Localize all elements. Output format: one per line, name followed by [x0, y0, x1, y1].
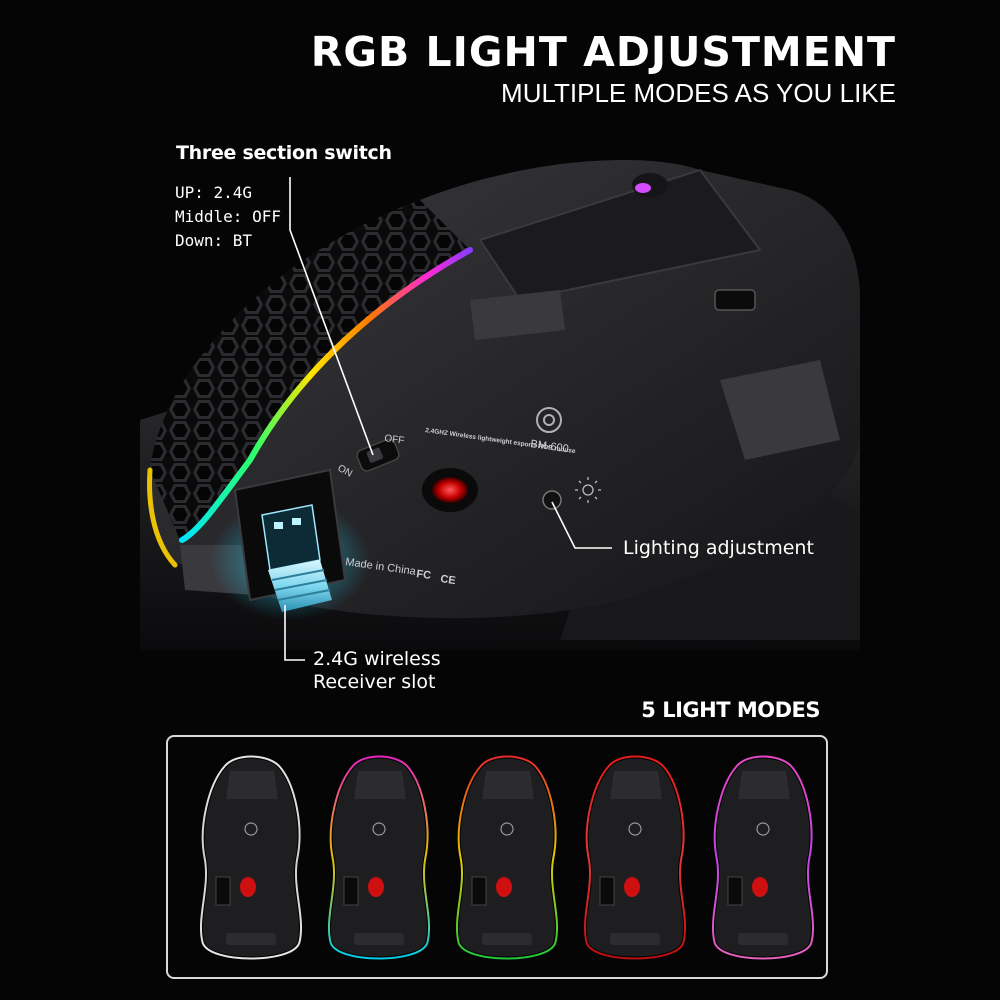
fc-mark: FC	[416, 568, 432, 582]
light-modes-title: 5 LIGHT MODES	[641, 698, 820, 722]
mini-mouse-icon	[455, 755, 559, 960]
honeycomb-side	[150, 200, 470, 540]
mode-mouse-body	[457, 757, 557, 958]
brand-logo	[536, 407, 562, 433]
mini-mouse-icon	[327, 755, 431, 960]
top-skate	[478, 168, 762, 302]
mode-sensor	[752, 877, 768, 897]
receiver-leader-line	[284, 605, 305, 661]
mode-mouse-body	[585, 757, 685, 958]
usb-receiver	[261, 504, 332, 612]
receiver-callout-line1: 2.4G wireless	[313, 648, 441, 670]
lighting-button	[542, 490, 562, 510]
mini-mouse-icon	[711, 755, 815, 960]
mode-sensor	[496, 877, 512, 897]
sun-icon	[575, 477, 601, 503]
switch-mode-down: Down: BT	[175, 231, 253, 250]
mode-mouse-body	[201, 757, 301, 958]
page-subtitle: MULTIPLE MODES AS YOU LIKE	[501, 78, 896, 108]
mini-mouse-icon	[199, 755, 303, 960]
lighting-callout: Lighting adjustment	[623, 537, 814, 559]
lighting-leader-line	[551, 501, 612, 549]
switch-off-label: OFF	[384, 433, 405, 447]
rgb-light-strip	[179, 247, 473, 543]
right-skate	[720, 360, 840, 460]
model-number: BM-600	[530, 438, 570, 455]
scroll-wheel-light	[635, 183, 651, 193]
mini-mouse-icon	[583, 755, 687, 960]
light-modes-panel	[166, 735, 828, 979]
light-mode-white	[186, 737, 316, 977]
switch-heading: Three section switch	[176, 142, 392, 164]
page-title: RGB LIGHT ADJUSTMENT	[310, 28, 896, 76]
side-port	[714, 289, 756, 311]
mode-sensor	[240, 877, 256, 897]
mode-sensor	[624, 877, 640, 897]
receiver-callout-line2: Receiver slot	[313, 671, 436, 693]
light-mode-rainbow	[314, 737, 444, 977]
light-mode-red	[570, 737, 700, 977]
mode-sensor	[368, 877, 384, 897]
ce-mark: CE	[440, 573, 457, 587]
switch-leader-line	[289, 177, 374, 456]
switch-mode-middle: Middle: OFF	[175, 207, 281, 226]
light-mode-rainbow-red	[442, 737, 572, 977]
switch-mode-up: UP: 2.4G	[175, 183, 253, 202]
mid-pad	[470, 290, 565, 340]
mode-mouse-body	[713, 757, 813, 958]
mode-mouse-body	[329, 757, 429, 958]
rgb-light-strip-lower	[147, 467, 178, 568]
light-mode-pink	[698, 737, 828, 977]
